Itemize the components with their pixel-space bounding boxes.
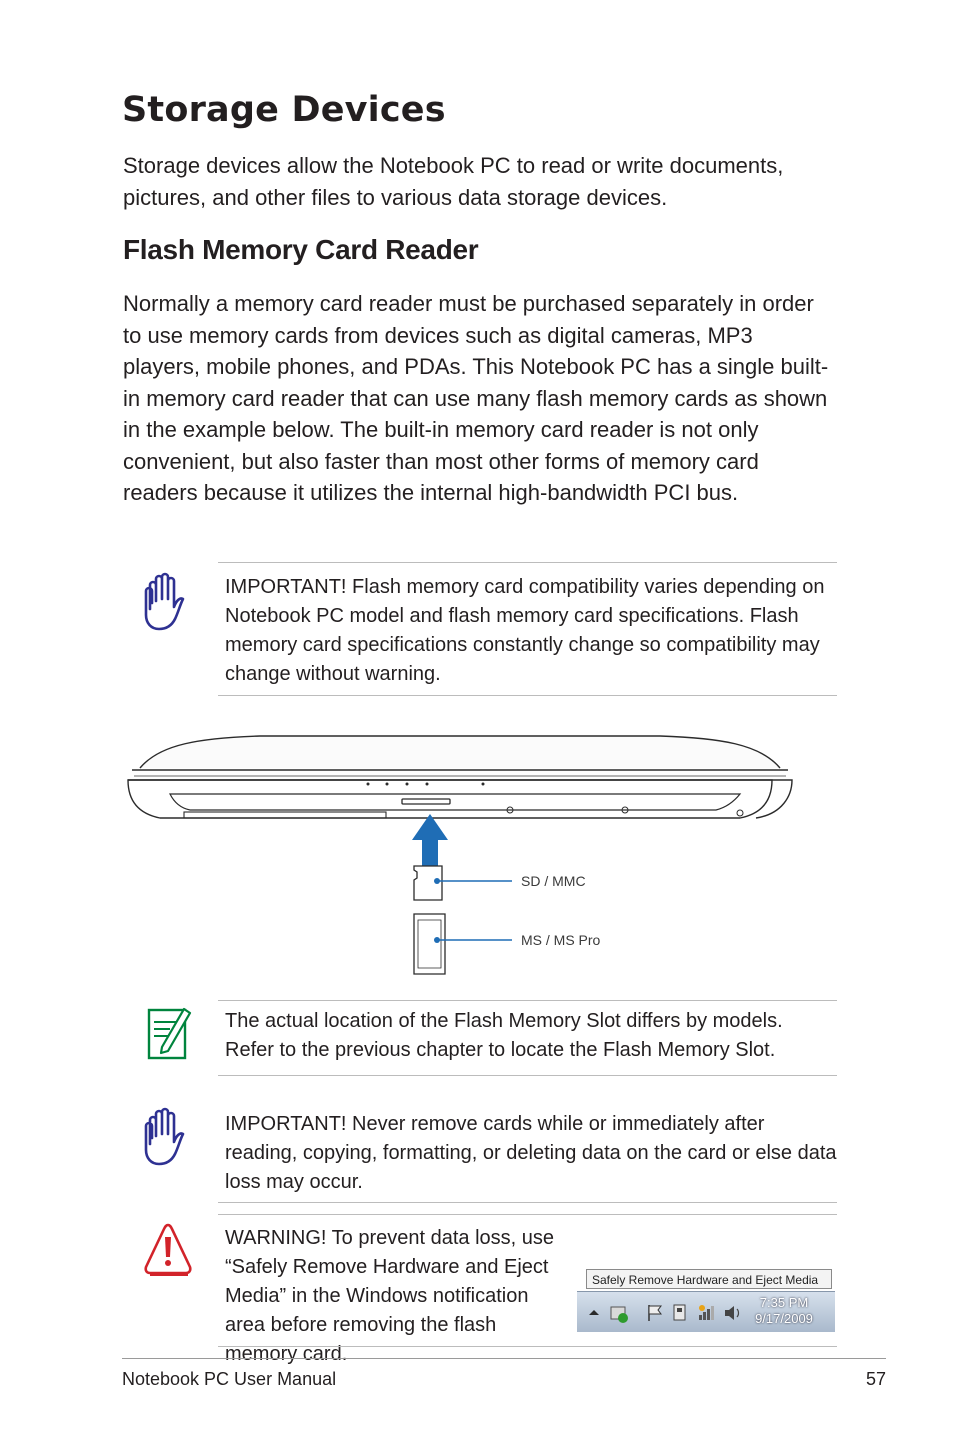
tray-clock[interactable]: 7:35 PM 9/17/2009: [746, 1295, 822, 1327]
status-lights: [366, 782, 485, 786]
divider: [218, 1214, 837, 1215]
location-note: The actual location of the Flash Memory …: [225, 1010, 783, 1061]
tray-date: 9/17/2009: [755, 1311, 813, 1326]
divider: [218, 562, 837, 563]
divider: [218, 695, 837, 696]
important-note-2: IMPORTANT! Never remove cards while or i…: [225, 1113, 837, 1193]
flag-icon: [648, 1305, 662, 1321]
page-title: Storage Devices: [122, 90, 446, 130]
safely-remove-hardware-icon: [610, 1306, 628, 1323]
note-pencil-icon: [146, 1005, 192, 1066]
network-signal-icon: [699, 1305, 714, 1320]
section-heading: Flash Memory Card Reader: [123, 234, 479, 265]
section-body: Normally a memory card reader must be pu…: [123, 291, 829, 505]
divider: [218, 1346, 837, 1347]
insert-arrow: [412, 814, 448, 868]
footer-title: Notebook PC User Manual: [122, 1369, 337, 1389]
card-slot: [401, 798, 451, 805]
intro-paragraph: Storage devices allow the Notebook PC to…: [123, 153, 784, 210]
divider: [218, 1202, 837, 1203]
footer-rule: [122, 1358, 886, 1359]
divider: [218, 1075, 837, 1076]
sd-mmc-label: SD / MMC: [521, 873, 586, 889]
ms-card: [413, 913, 446, 975]
notebook-front-diagram: [127, 735, 793, 975]
tray-tooltip: Safely Remove Hardware and Eject Media: [586, 1269, 832, 1289]
divider: [218, 1000, 837, 1001]
warning-triangle-icon: [142, 1221, 194, 1284]
taskbar-notification-area: [577, 1291, 835, 1332]
hand-stop-icon: [140, 1106, 188, 1173]
show-hidden-icons-icon: [589, 1310, 599, 1315]
warning-note: WARNING! To prevent data loss, use “Safe…: [225, 1227, 555, 1365]
page-number: 57: [866, 1369, 887, 1389]
ms-pro-label: MS / MS Pro: [521, 932, 601, 948]
volume-icon: [725, 1306, 740, 1320]
device-icon: [673, 1304, 686, 1321]
sd-card: [413, 865, 443, 901]
tray-time: 7:35 PM: [759, 1295, 809, 1310]
important-note-1: IMPORTANT! Flash memory card compatibili…: [225, 576, 825, 685]
hand-stop-icon: [140, 571, 188, 638]
